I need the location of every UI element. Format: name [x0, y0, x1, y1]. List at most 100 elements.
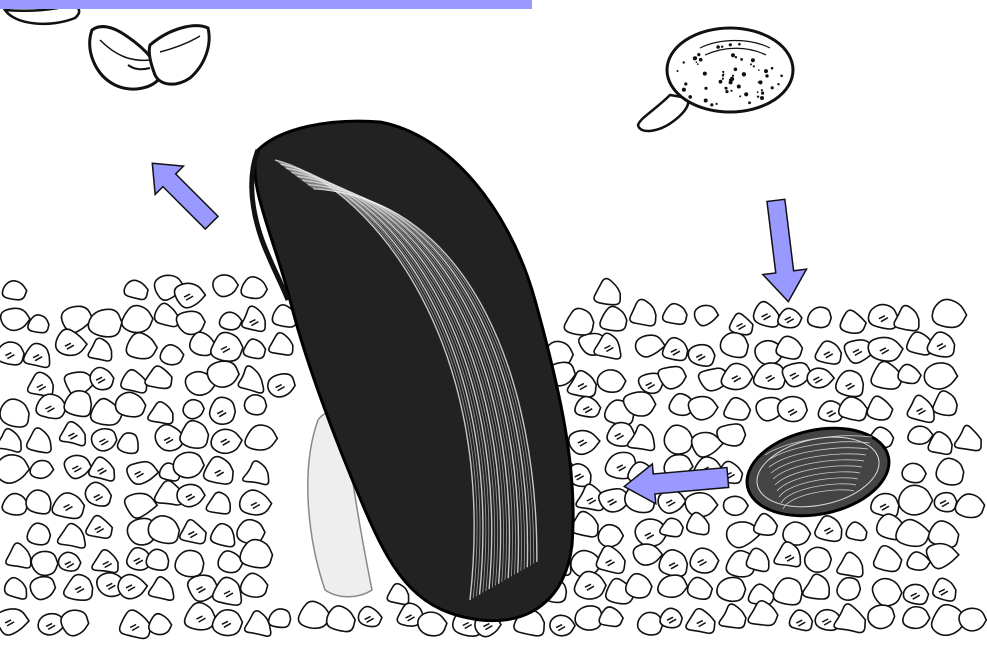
speckle	[716, 103, 718, 105]
pebble	[936, 458, 964, 485]
pebble	[0, 399, 29, 427]
speckle	[739, 95, 741, 97]
speckle	[771, 86, 774, 89]
pebble	[837, 552, 863, 577]
speckle	[696, 61, 698, 63]
arrow-down-icon	[754, 198, 810, 305]
pebble	[663, 304, 687, 325]
pebble	[175, 283, 206, 307]
pebble	[213, 275, 238, 297]
pebble	[28, 315, 49, 333]
pebble	[932, 299, 966, 327]
pebble	[874, 546, 902, 572]
pebble	[720, 333, 748, 358]
open-shell	[90, 26, 209, 89]
pebble	[124, 280, 148, 299]
pebble	[803, 574, 829, 599]
speckle	[758, 69, 760, 71]
pebble	[148, 516, 179, 544]
pebble	[183, 400, 204, 419]
pebble	[418, 612, 447, 636]
speckle	[725, 90, 728, 93]
speckle	[742, 72, 746, 76]
pebble	[241, 573, 268, 597]
speckle	[729, 43, 732, 46]
pebble	[245, 425, 277, 450]
speckle	[719, 80, 723, 84]
pebble	[88, 309, 122, 337]
pebble	[663, 338, 688, 361]
pebble	[846, 522, 867, 540]
pebble	[118, 575, 147, 599]
pebble	[597, 370, 625, 392]
pebble	[241, 277, 267, 299]
pebble	[724, 398, 750, 420]
speckle	[677, 70, 679, 72]
pebble	[269, 609, 291, 627]
pebble	[56, 329, 87, 355]
pebble	[327, 606, 355, 632]
speckle	[683, 89, 685, 91]
pebble	[245, 611, 271, 636]
pebble	[868, 337, 903, 361]
arrow-up-left-icon	[138, 149, 226, 237]
speckle	[721, 46, 723, 48]
speckle	[757, 96, 759, 98]
pebble	[146, 549, 168, 570]
pebble	[127, 462, 159, 485]
pebble	[176, 311, 205, 334]
pebble	[934, 493, 956, 512]
speckle	[777, 83, 779, 85]
pebble	[933, 391, 957, 415]
pebble	[58, 524, 86, 548]
pebble	[717, 577, 746, 601]
pebble	[748, 601, 778, 626]
pebble	[125, 493, 158, 518]
pebble	[569, 431, 600, 455]
pebble	[31, 551, 58, 575]
speckle	[699, 58, 703, 62]
pebble	[5, 578, 27, 599]
pebble	[630, 299, 656, 325]
speckle	[730, 90, 732, 92]
speckle	[750, 63, 752, 65]
pebble	[690, 548, 719, 573]
juvenile-mussel	[638, 28, 793, 131]
pebble	[840, 310, 866, 333]
pebble	[564, 308, 593, 335]
speckle	[684, 82, 687, 85]
speckle	[761, 92, 764, 95]
pebble	[594, 279, 620, 305]
pebble	[550, 615, 575, 635]
pebble	[924, 363, 957, 389]
pebble	[298, 601, 330, 628]
pebble	[664, 425, 693, 454]
pebble	[688, 577, 713, 599]
pebble	[177, 484, 205, 506]
pebble	[0, 342, 24, 365]
pebble	[834, 604, 865, 633]
pebble	[898, 364, 921, 383]
pebble	[185, 603, 215, 630]
pebble	[240, 540, 272, 568]
pebble	[598, 525, 623, 547]
adult-mussel	[252, 121, 573, 620]
speckle	[704, 87, 707, 90]
pebble	[867, 396, 893, 420]
speckle	[725, 87, 728, 90]
speckle	[740, 58, 743, 61]
pebble	[778, 397, 808, 422]
pebble	[908, 426, 933, 444]
pebble	[660, 518, 683, 536]
pebble	[837, 578, 860, 600]
speckle	[753, 65, 755, 67]
pebble	[955, 494, 984, 517]
speckle	[729, 80, 733, 84]
speckle	[771, 67, 774, 70]
pebble	[121, 370, 147, 393]
pebble	[27, 428, 51, 453]
pebble	[211, 429, 242, 453]
pebble	[626, 574, 652, 598]
pebble	[117, 433, 138, 453]
pebble	[92, 550, 118, 573]
